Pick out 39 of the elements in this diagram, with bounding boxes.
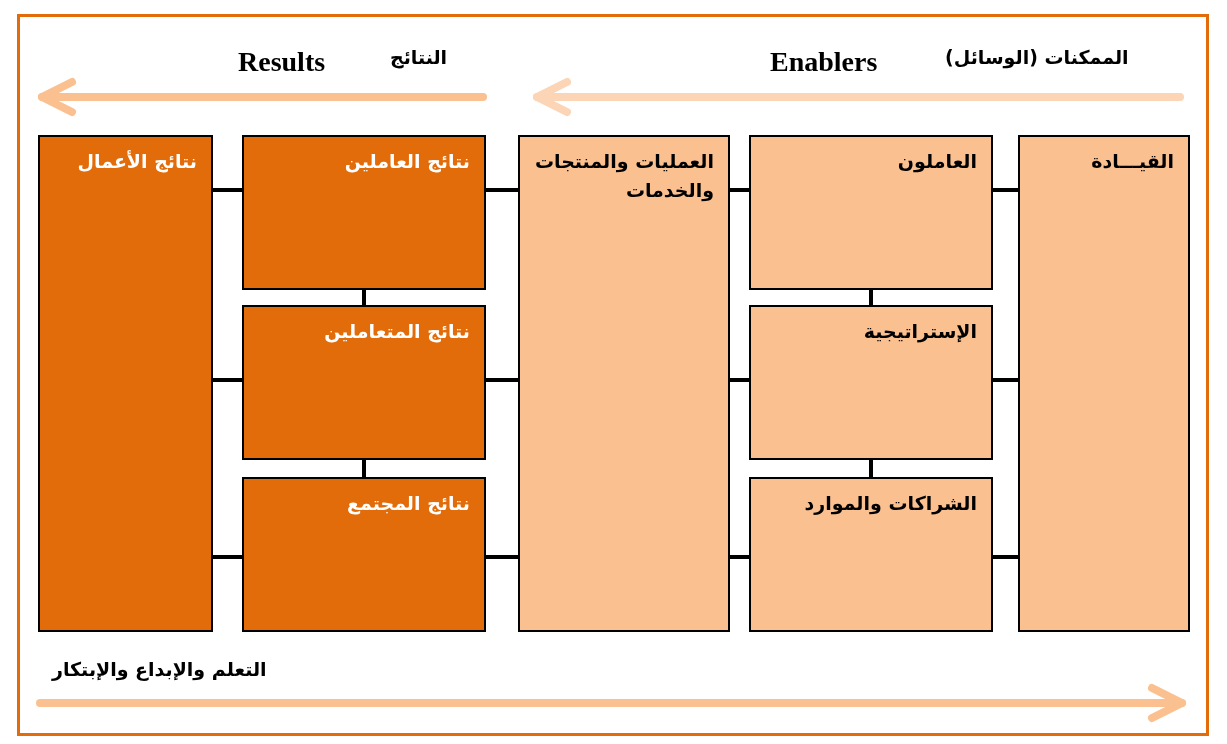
enabler-box: [749, 477, 993, 632]
box-title: الإستراتيجية: [862, 319, 977, 345]
result-box: [242, 135, 486, 290]
connector-line: [362, 290, 366, 305]
enabler-box: [518, 135, 730, 632]
box-title: العمليات والمنتجات والخدمات: [534, 149, 714, 204]
connector-line: [213, 555, 242, 559]
box-title: نتائج المتعاملين: [323, 319, 470, 345]
enabler-box: [749, 305, 993, 460]
connector-line: [486, 378, 518, 382]
enabler-box: [1018, 135, 1190, 632]
box-title: الشراكات والموارد: [803, 491, 977, 517]
connector-line: [730, 378, 749, 382]
connector-line: [362, 460, 366, 477]
connector-line: [213, 188, 242, 192]
section-heading: Results: [238, 46, 326, 78]
connector-line: [993, 555, 1018, 559]
connector-line: [869, 460, 873, 477]
result-box: [242, 477, 486, 632]
result-box: [38, 135, 213, 632]
box-title: القيـــادة: [1090, 149, 1174, 174]
connector-line: [486, 555, 518, 559]
section-label: التعلم والإبداع والإبتكار: [52, 658, 267, 680]
section-heading: Enablers: [770, 46, 878, 78]
connector-line: [730, 188, 749, 192]
connector-line: [486, 188, 518, 192]
connector-line: [730, 555, 749, 559]
box-title: نتائج المجتمع: [345, 491, 470, 517]
section-label: الممكنات (الوسائل): [945, 46, 1129, 68]
section-label: النتائج: [390, 46, 448, 68]
connector-line: [213, 378, 242, 382]
connector-line: [993, 188, 1018, 192]
enabler-box: [749, 135, 993, 290]
connector-line: [993, 378, 1018, 382]
box-title: العاملون: [896, 149, 977, 175]
result-box: [242, 305, 486, 460]
box-title: نتائج الأعمال: [76, 149, 197, 175]
connector-line: [869, 290, 873, 305]
box-title: نتائج العاملين: [343, 149, 470, 175]
